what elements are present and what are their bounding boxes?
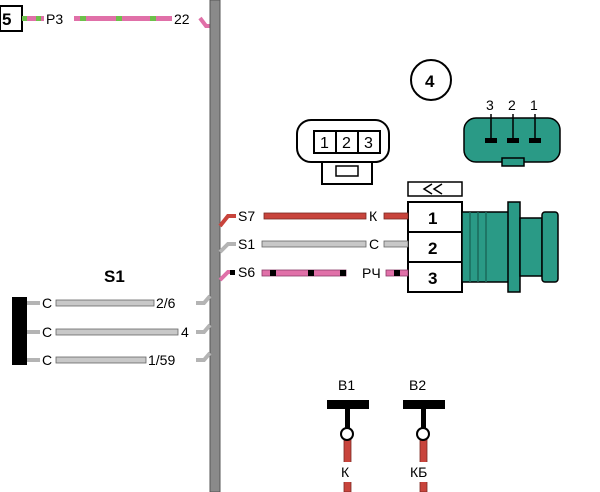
terminal-b2: В2 КБ xyxy=(403,377,445,492)
terminal-b1-stem xyxy=(345,409,350,429)
pin-terminal xyxy=(529,138,541,143)
harness-bus xyxy=(209,0,221,492)
connector-end-cap xyxy=(541,211,559,283)
wire-stripe xyxy=(36,16,41,21)
wire-stripe xyxy=(150,16,156,21)
wire-stripe xyxy=(22,16,27,21)
plug-back-pin-1: 1 xyxy=(530,97,538,113)
wire-s6-splice: S6 xyxy=(238,264,255,280)
wire-tracer xyxy=(340,270,346,276)
pin-terminal xyxy=(507,138,519,143)
connector-wire-s1: S1 С xyxy=(218,236,409,254)
plug-front-latch-tab xyxy=(335,165,359,177)
wire-s1-tail xyxy=(383,240,409,248)
plug-front-pin-1: 1 xyxy=(320,135,329,152)
splice-wire-1 xyxy=(55,299,155,307)
wire-bend xyxy=(196,323,212,334)
connector-boot xyxy=(519,217,543,277)
splice-s1-bar xyxy=(12,297,27,365)
wire-tracer xyxy=(270,270,276,276)
splice-wire-1-dest: 2/6 xyxy=(156,295,176,311)
box-5-label: 5 xyxy=(2,10,11,29)
splice-s1-title: S1 xyxy=(104,267,125,286)
plug-front-pin-2: 2 xyxy=(342,135,351,152)
wire-s7-body xyxy=(263,212,367,220)
plug-front-pin-3: 3 xyxy=(364,135,373,152)
plug-back-view: 3 2 1 xyxy=(463,97,561,167)
connector-pin-1: 1 xyxy=(428,209,437,228)
terminal-b2-bar xyxy=(403,400,445,409)
connector-wire-s6: S6 РЧ xyxy=(218,264,409,282)
wire-tracer xyxy=(394,270,400,276)
plug-front-view: 1 2 3 xyxy=(296,119,390,185)
splice-wire-3 xyxy=(55,356,147,364)
splice-s1-group: S1 С 2/6 С 4 С 1/59 xyxy=(12,267,212,368)
terminal-b2-name: В2 xyxy=(409,377,426,393)
wire-bend xyxy=(198,16,211,28)
splice-wire-2-dest: 4 xyxy=(181,324,189,340)
terminal-b1-color: К xyxy=(341,464,350,480)
terminal-b1-name: В1 xyxy=(338,377,355,393)
connector-pin-3: 3 xyxy=(428,269,437,288)
connector-wire-s7: S7 К xyxy=(218,208,409,228)
insert-direction-icon xyxy=(422,183,443,195)
component-label: 4 xyxy=(410,59,452,101)
wire-bend xyxy=(218,214,236,228)
wire-s6-color: РЧ xyxy=(362,265,381,281)
pin-terminal xyxy=(485,138,497,143)
component-number: 4 xyxy=(425,72,435,91)
wire-s7-color: К xyxy=(369,208,378,224)
label-backdrop xyxy=(338,462,358,482)
wire-s7-tail xyxy=(383,212,409,220)
wire-s1-splice: S1 xyxy=(238,236,255,252)
wire-bend xyxy=(196,294,212,305)
connector-pin-block xyxy=(407,201,463,293)
top-wire-color: Р3 xyxy=(46,11,63,27)
splice-wire-2 xyxy=(55,328,179,336)
splice-wire-1-color: С xyxy=(42,295,52,311)
terminal-b2-color: КБ xyxy=(410,464,427,480)
terminal-b2-stem xyxy=(421,409,426,429)
splice-wire-3-dest: 1/59 xyxy=(148,352,175,368)
wire-s1-body xyxy=(261,240,367,248)
terminal-b2-ring xyxy=(416,427,430,441)
wire-stripe xyxy=(116,16,122,21)
top-left-wire-group: 5 Р3 22 xyxy=(0,5,211,32)
top-splice-number: 22 xyxy=(174,11,190,27)
plug-back-pin-3: 3 xyxy=(486,97,494,113)
wire-segment xyxy=(74,16,172,21)
splice-wire-3-color: С xyxy=(42,352,52,368)
label-backdrop xyxy=(408,462,440,482)
terminal-b1: В1 К xyxy=(327,377,369,492)
connector-flange xyxy=(507,201,521,293)
terminal-b1-bar xyxy=(327,400,369,409)
component-circle xyxy=(410,59,452,101)
wire-bend xyxy=(196,351,212,362)
terminal-b1-ring xyxy=(340,427,354,441)
wire-stripe xyxy=(80,16,86,21)
connector-pin-2: 2 xyxy=(428,239,437,258)
wire-s1-color: С xyxy=(369,236,379,252)
wire-tracer xyxy=(230,270,235,275)
wire-segment xyxy=(22,16,44,21)
wire-bend xyxy=(218,242,236,254)
plug-back-pin-2: 2 xyxy=(508,97,516,113)
connector-side-view: 1 2 3 xyxy=(407,181,559,293)
plug-back-latch xyxy=(501,157,525,167)
wire-s7-splice: S7 xyxy=(238,208,255,224)
plug-front-pin-frame xyxy=(313,130,381,154)
wire-tracer xyxy=(308,270,314,276)
splice-wire-2-color: С xyxy=(42,324,52,340)
